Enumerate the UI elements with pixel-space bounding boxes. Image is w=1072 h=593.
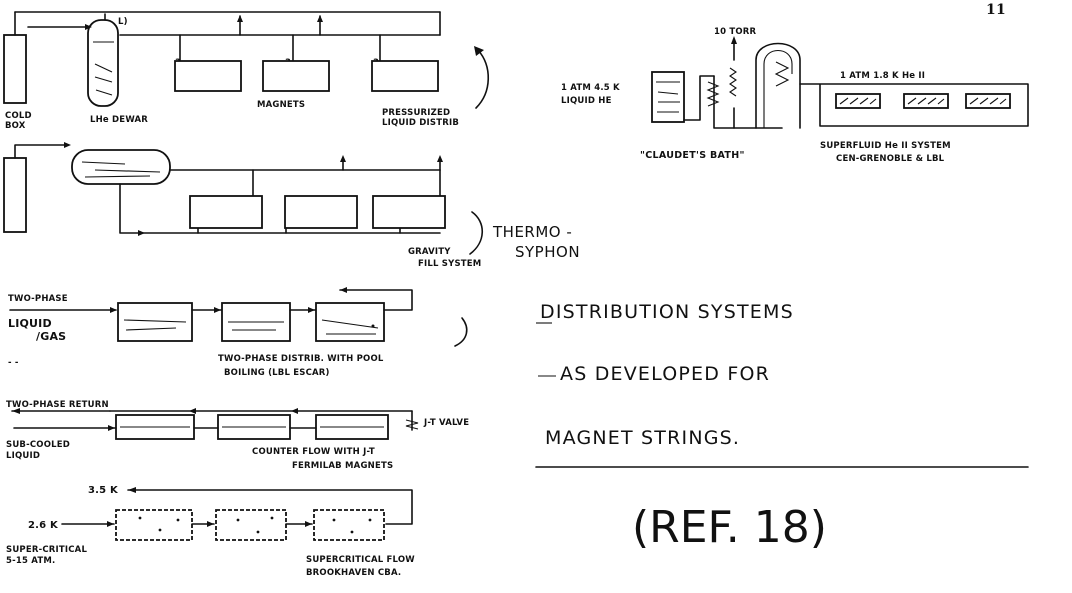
title-line-3: MAGNET STRINGS.	[545, 427, 740, 449]
superfluid-caption-line2: CEN-GRENOBLE & LBL	[836, 154, 945, 164]
counterflow-caption-line1: COUNTER FLOW WITH J-T	[252, 447, 375, 457]
two-phase-return-label: TWO-PHASE RETURN	[6, 400, 109, 410]
thermo-magnet-1	[189, 195, 263, 229]
supercritical-magnet-3	[313, 509, 385, 541]
thermosyphon-label-line1: THERMO -	[492, 223, 572, 241]
pool-caption-line1: TWO-PHASE DISTRIB. WITH POOL	[218, 354, 384, 364]
pool-boiling-distribution-system: TWO-PHASE LIQUID /GAS TWO-PHASE DISTRIB.…	[8, 287, 468, 378]
supercritical-caption-line2: BROOKHAVEN CBA.	[306, 568, 401, 578]
cold-box-label-line2: BOX	[5, 121, 26, 131]
title-block: DISTRIBUTION SYSTEMS AS DEVELOPED FOR MA…	[535, 301, 1029, 553]
claudets-bath-label: "CLAUDET'S BATH"	[640, 150, 745, 161]
superfluid-caption-line1: SUPERFLUID He II SYSTEM	[820, 141, 951, 151]
thermosyphon-gravity-fill-system: GRAVITY FILL SYSTEM THERMO - SYPHON	[3, 142, 580, 269]
pressurized-caption-line1: PRESSURIZED	[382, 108, 450, 118]
svg-text:11: 11	[986, 2, 1006, 18]
jt-valve-label: J-T VALVE	[423, 418, 469, 428]
cold-box-1	[3, 34, 27, 104]
supercritical-input-line1: SUPER-CRITICAL	[6, 545, 87, 555]
return-temp-label: 3.5 K	[88, 485, 119, 496]
he-ii-magnet-3	[965, 93, 1011, 109]
gravity-caption-line1: GRAVITY	[408, 247, 451, 257]
subcooled-input-line1: SUB-COOLED	[6, 440, 70, 450]
thermo-magnet-2	[284, 195, 358, 229]
magnet-box-2	[262, 60, 330, 92]
pressurized-liquid-distribution-system: COLD BOX LHe DEWAR L) 3 3 3 MAGNETS PRES…	[3, 11, 489, 131]
superfluid-he-ii-system: 1 ATM 4.5 K LIQUID HE 10 TORR 1 ATM 1.8 …	[561, 27, 1029, 164]
supercritical-magnet-2	[215, 509, 287, 541]
magnets-label: MAGNETS	[257, 100, 305, 110]
left-bath-label-line2: LIQUID HE	[561, 96, 612, 106]
lhe-dewar-label: LHe DEWAR	[90, 115, 148, 125]
magnet-box-1	[174, 60, 242, 92]
pool-cryostat-3	[315, 302, 385, 342]
lhe-dewar	[87, 19, 119, 107]
thermosyphon-label-line2: SYPHON	[515, 243, 580, 261]
title-line-2: AS DEVELOPED FOR	[560, 363, 770, 385]
supercritical-flow-system: 3.5 K 2.6 K SUPER-CRITICAL 5-15 ATM. SUP…	[6, 485, 415, 578]
input-temp-label: 2.6 K	[28, 520, 59, 531]
title-line-1: DISTRIBUTION SYSTEMS	[540, 301, 794, 323]
two-phase-input-line2: LIQUID	[8, 317, 52, 330]
cold-box-label-line1: COLD	[5, 111, 32, 121]
horizontal-dewar	[71, 149, 171, 185]
supercritical-caption-line1: SUPERCRITICAL FLOW	[306, 555, 415, 565]
supercritical-magnet-1	[115, 509, 193, 541]
two-phase-input-line1: TWO-PHASE	[8, 294, 68, 304]
he-ii-magnet-1	[835, 93, 881, 109]
counterflow-caption-line2: FERMILAB MAGNETS	[292, 461, 393, 471]
subcooled-input-line2: LIQUID	[6, 451, 40, 461]
two-phase-input-line3: /GAS	[36, 330, 66, 343]
right-bath-label: 1 ATM 1.8 K He II	[840, 71, 925, 81]
liquid-he-bath	[651, 71, 685, 123]
dashes: - -	[8, 358, 19, 368]
supercritical-input-line2: 5-15 ATM.	[6, 556, 55, 566]
page-number: 11	[986, 2, 1006, 18]
thermo-magnet-3	[372, 195, 446, 229]
pressurized-caption-line2: LIQUID DISTRIB	[382, 118, 459, 128]
dewar-flag-text: L)	[118, 17, 128, 27]
left-bath-label-line1: 1 ATM 4.5 K	[561, 83, 620, 93]
pressure-label: 10 TORR	[714, 27, 757, 37]
cold-box-2	[3, 157, 27, 233]
he-ii-magnet-2	[903, 93, 949, 109]
magnet-box-3	[371, 60, 439, 92]
counterflow-jt-system: TWO-PHASE RETURN J-T VALVE SUB-COOLED LI…	[6, 400, 469, 471]
gravity-caption-line2: FILL SYSTEM	[418, 259, 481, 269]
reference-label: (REF. 18)	[632, 502, 827, 553]
pool-caption-line2: BOILING (LBL ESCAR)	[224, 368, 330, 378]
